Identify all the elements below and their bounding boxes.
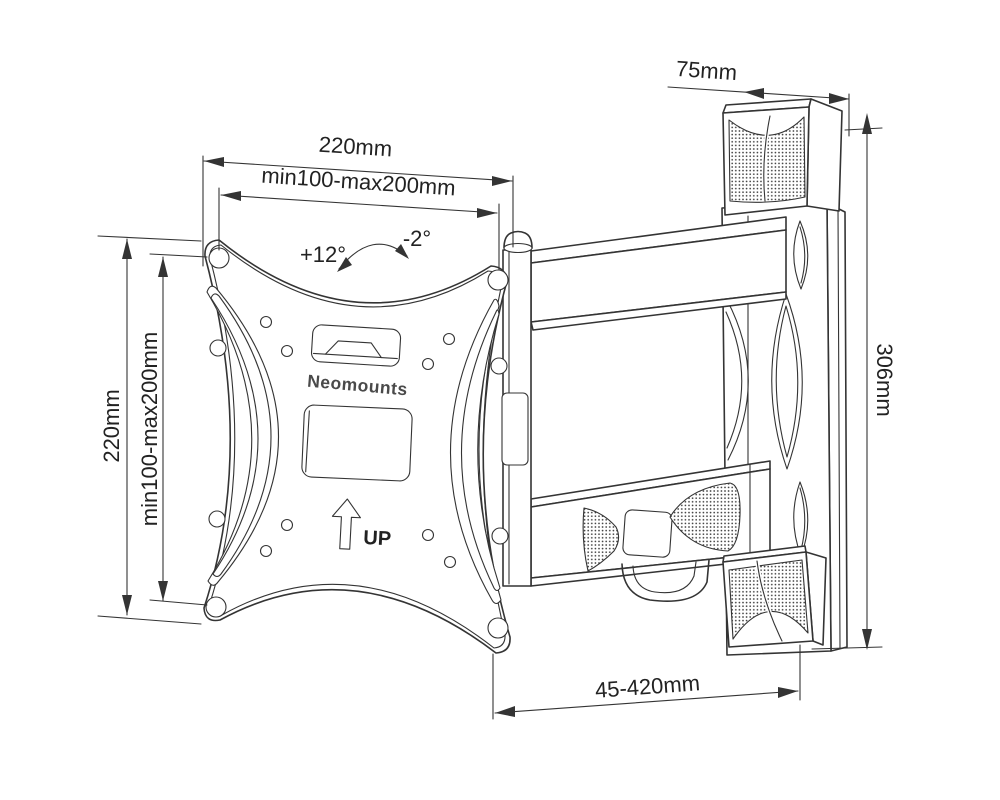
wall-plate-bottom-lens-inner: [799, 487, 806, 551]
arrowhead-right: [477, 208, 497, 218]
small-hole: [259, 544, 273, 558]
arrowhead-top: [158, 257, 168, 277]
dim-depth: 75mm: [667, 56, 850, 137]
arrowhead-left: [495, 706, 515, 717]
arrowhead-left: [204, 157, 224, 167]
vesa-plate: Neomounts UP: [203, 239, 511, 654]
arrowhead-bottom: [158, 581, 168, 601]
arrowhead-top: [122, 239, 132, 259]
dimension-line: [494, 690, 799, 714]
wall-plate-mid-lens-inner: [775, 305, 799, 458]
extension-line: [149, 253, 208, 258]
keyhole-frame: [310, 324, 402, 367]
arrowhead-right: [492, 176, 512, 186]
wall-plate-top-lens-inner: [799, 226, 806, 284]
tilt-angle-annotation: +12° -2°: [300, 226, 431, 272]
arrowhead-right: [395, 244, 409, 259]
dim-top-vesa: min100-max200mm: [218, 163, 500, 271]
small-hole: [259, 315, 273, 329]
dimension-annotations: 220mm min100-max200mm 220mm m: [97, 56, 897, 720]
wall-plate-top-lens: [793, 220, 809, 290]
keyhole-baseline: [312, 352, 398, 360]
arrowhead-bottom: [122, 595, 132, 615]
center-cutout-frame: [301, 404, 413, 482]
wall-cover-bottom: [722, 545, 827, 648]
top-cover-side-face: [806, 98, 843, 212]
wall-plate-edge-arc: [726, 299, 749, 461]
bottom-cover-mesh: [728, 559, 809, 640]
dim-top-width-label: 220mm: [318, 132, 393, 162]
edge-hole: [208, 510, 226, 528]
left-slot-emboss: [206, 285, 279, 586]
upper-arm-bottom-band: [530, 291, 787, 331]
cable-clip: [621, 559, 710, 602]
right-slot: [460, 309, 501, 592]
arrowhead-top: [862, 113, 872, 134]
arrowhead-right: [829, 93, 849, 104]
edge-hole: [491, 527, 509, 545]
extension-line: [811, 646, 883, 650]
wall-plate-mid-lens: [771, 293, 803, 470]
upper-arm: [530, 216, 787, 331]
edge-hole: [209, 339, 227, 357]
dim-top-width: 220mm: [202, 132, 514, 267]
mounting-holes: [205, 247, 509, 639]
extension-line: [97, 235, 202, 242]
up-marking: UP: [331, 498, 392, 550]
dimension-line: [220, 194, 498, 214]
dim-extension-label: 45-420mm: [594, 670, 701, 703]
dim-depth-label: 75mm: [675, 56, 738, 85]
extension-line: [149, 599, 208, 606]
up-label: UP: [363, 527, 392, 550]
bottom-cover-seam: [756, 560, 783, 642]
arrowhead-bottom: [862, 629, 872, 650]
small-hole: [421, 528, 435, 542]
hinge-block: [501, 392, 529, 466]
center-cutout-edge: [305, 410, 310, 473]
dim-extension: 45-420mm: [492, 644, 801, 720]
keyhole-slot: [310, 324, 402, 367]
dim-top-vesa-label: min100-max200mm: [261, 163, 457, 201]
dim-height-label: 306mm: [872, 343, 897, 416]
hinge-cap-rim: [503, 242, 533, 254]
extension-line: [97, 615, 202, 625]
top-cover-mesh: [728, 116, 806, 203]
tilt-down-label: -2°: [403, 226, 431, 251]
small-hole: [421, 357, 435, 371]
small-hole: [442, 332, 456, 346]
corner-hole: [487, 269, 509, 291]
corner-hole: [487, 617, 509, 639]
dimension-line: [203, 160, 513, 182]
wall-plate-edge-arc: [725, 311, 743, 449]
dim-left-vesa: min100-max200mm: [137, 253, 208, 606]
lower-arm-label-plate: [622, 509, 673, 558]
keyhole-tab: [324, 340, 382, 359]
arrowhead-right: [778, 687, 798, 698]
wall-cover-top: [722, 98, 843, 216]
tilt-up-label: +12°: [300, 242, 346, 267]
arrowhead-left: [337, 257, 352, 272]
corner-hole: [208, 247, 230, 269]
wall-plate-side-line: [837, 207, 841, 650]
dim-left-height: 220mm: [97, 235, 202, 625]
left-slot: [210, 293, 272, 578]
cable-clip-inner: [632, 561, 697, 594]
arrowhead-left: [744, 88, 764, 99]
lower-arm-grip-left: [582, 507, 620, 572]
top-cover-seam: [763, 115, 771, 202]
dim-left-vesa-label: min100-max200mm: [137, 332, 162, 526]
dim-height: 306mm: [811, 113, 897, 650]
hinge-pivot: [501, 230, 533, 587]
center-cutout: [301, 404, 413, 482]
up-arrow-icon: [331, 498, 361, 550]
arrowhead-left: [221, 191, 241, 201]
corner-hole: [205, 596, 227, 618]
lower-arm-grip-right: [669, 482, 741, 552]
small-hole: [280, 518, 294, 532]
edge-hole: [490, 357, 508, 375]
dim-left-height-label: 220mm: [99, 389, 124, 462]
small-hole: [443, 555, 457, 569]
small-hole: [280, 344, 294, 358]
